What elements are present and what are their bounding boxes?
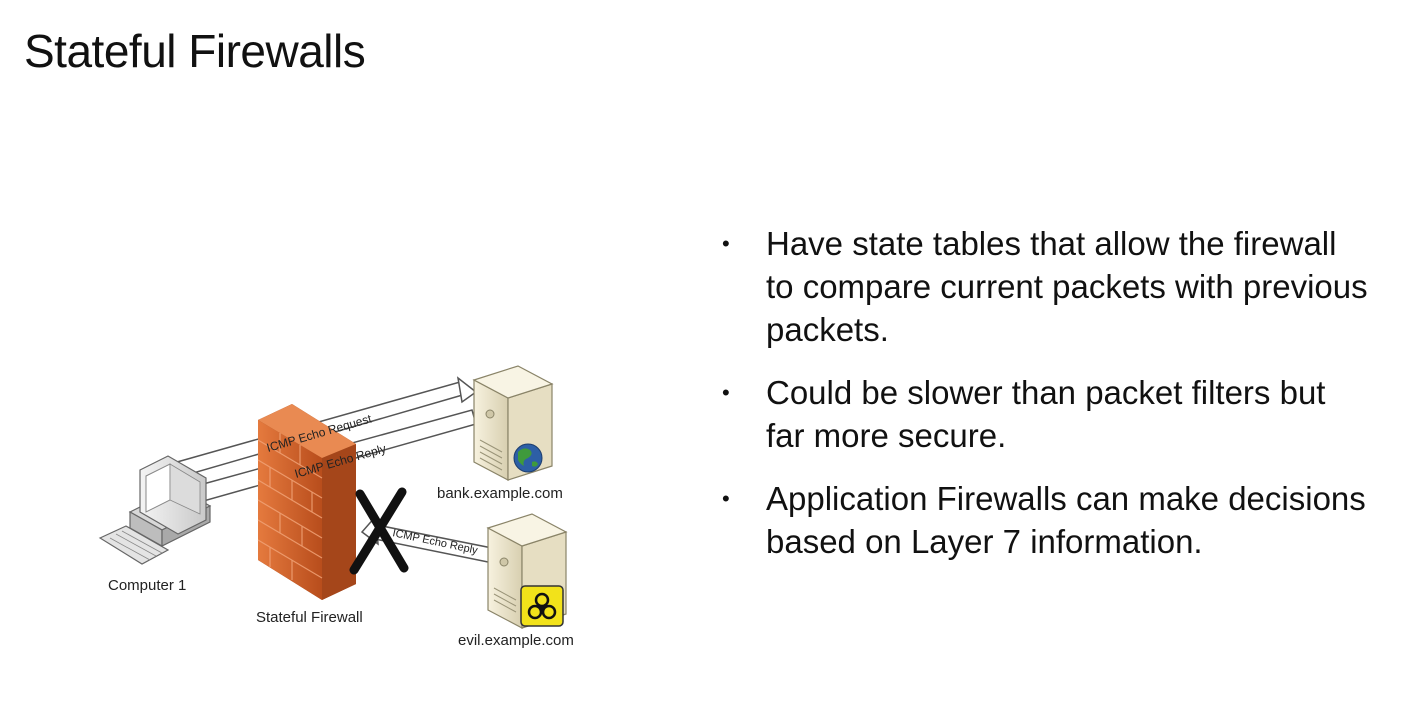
bullet-dot-icon: • <box>722 486 730 511</box>
computer-icon <box>98 455 212 565</box>
bullet-item: •Application Firewalls can make decision… <box>722 477 1372 563</box>
firewall-diagram: ICMP Echo Request ICMP Echo Reply ICMP E… <box>98 365 574 649</box>
bullet-dot-icon: • <box>722 380 730 405</box>
firewall-icon <box>257 404 356 600</box>
biohazard-icon <box>520 585 564 627</box>
bullet-dot-icon: • <box>722 231 730 256</box>
computer-label: Computer 1 <box>108 577 186 594</box>
bank-label: bank.example.com <box>437 485 563 502</box>
firewall-label: Stateful Firewall <box>256 609 363 626</box>
block-x-icon <box>349 487 409 575</box>
evil-label: evil.example.com <box>458 632 574 649</box>
bullet-item: •Have state tables that allow the firewa… <box>722 222 1372 351</box>
bullet-list: •Have state tables that allow the firewa… <box>722 222 1372 583</box>
slide-title: Stateful Firewalls <box>24 25 366 77</box>
bullet-item: •Could be slower than packet filters but… <box>722 371 1372 457</box>
globe-icon <box>513 443 543 473</box>
